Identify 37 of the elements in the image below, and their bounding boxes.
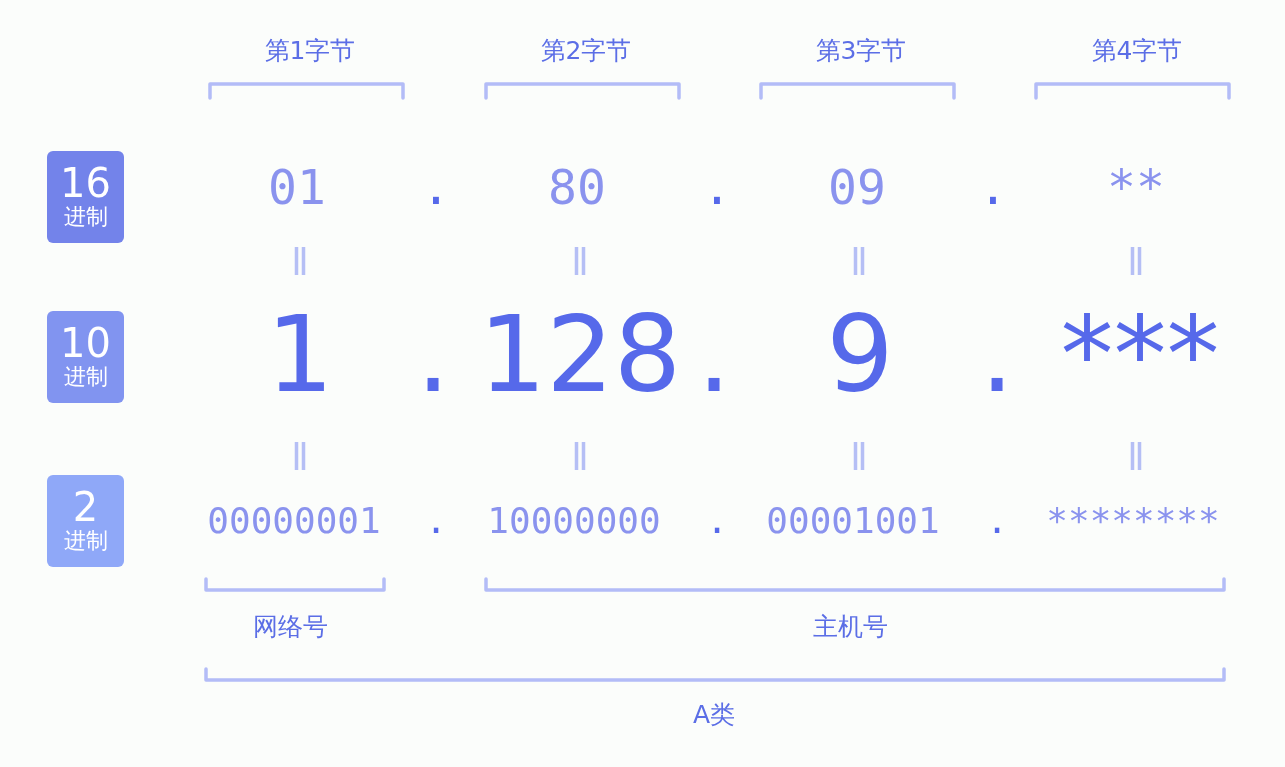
dot-separator: . bbox=[425, 503, 447, 539]
dot-separator: . bbox=[702, 163, 732, 211]
badge-label: 进制 bbox=[63, 206, 108, 228]
dot-separator: . bbox=[421, 163, 451, 211]
badge-label: 进制 bbox=[63, 366, 108, 388]
dot-separator: . bbox=[980, 302, 1014, 408]
dot-separator: . bbox=[416, 302, 450, 408]
byte-heading: 第2字节 bbox=[540, 37, 632, 63]
dot-separator: . bbox=[986, 503, 1008, 539]
hex-value: ** bbox=[1107, 163, 1165, 211]
binary-value: ******** bbox=[1046, 503, 1220, 539]
hex-value: 09 bbox=[828, 163, 886, 211]
decimal-value: 128 bbox=[478, 302, 682, 408]
decimal-value: *** bbox=[1060, 302, 1220, 408]
byte-heading: 第1字节 bbox=[264, 37, 356, 63]
decimal-value: 1 bbox=[266, 302, 334, 408]
hex-value: 01 bbox=[268, 163, 326, 211]
base-badge bbox=[47, 475, 124, 567]
binary-value: 10000000 bbox=[487, 503, 661, 539]
binary-value: 00000001 bbox=[207, 503, 381, 539]
badge-number: 10 bbox=[60, 323, 111, 363]
base-badge bbox=[47, 311, 124, 403]
dot-separator: . bbox=[697, 302, 731, 408]
binary-value: 00001001 bbox=[766, 503, 940, 539]
dot-separator: . bbox=[706, 503, 728, 539]
decimal-value: 9 bbox=[826, 302, 894, 408]
badge-number: 2 bbox=[72, 487, 99, 527]
segment-label: 网络号 bbox=[252, 613, 328, 639]
hex-value: 80 bbox=[548, 163, 606, 211]
byte-heading: 第4字节 bbox=[1091, 37, 1183, 63]
segment-label: 主机号 bbox=[812, 613, 888, 639]
base-badge bbox=[47, 151, 124, 243]
dot-separator: . bbox=[978, 163, 1008, 211]
badge-label: 进制 bbox=[63, 530, 108, 552]
badge-number: 16 bbox=[60, 163, 111, 203]
byte-heading: 第3字节 bbox=[815, 37, 907, 63]
segment-label: A类 bbox=[692, 701, 736, 727]
